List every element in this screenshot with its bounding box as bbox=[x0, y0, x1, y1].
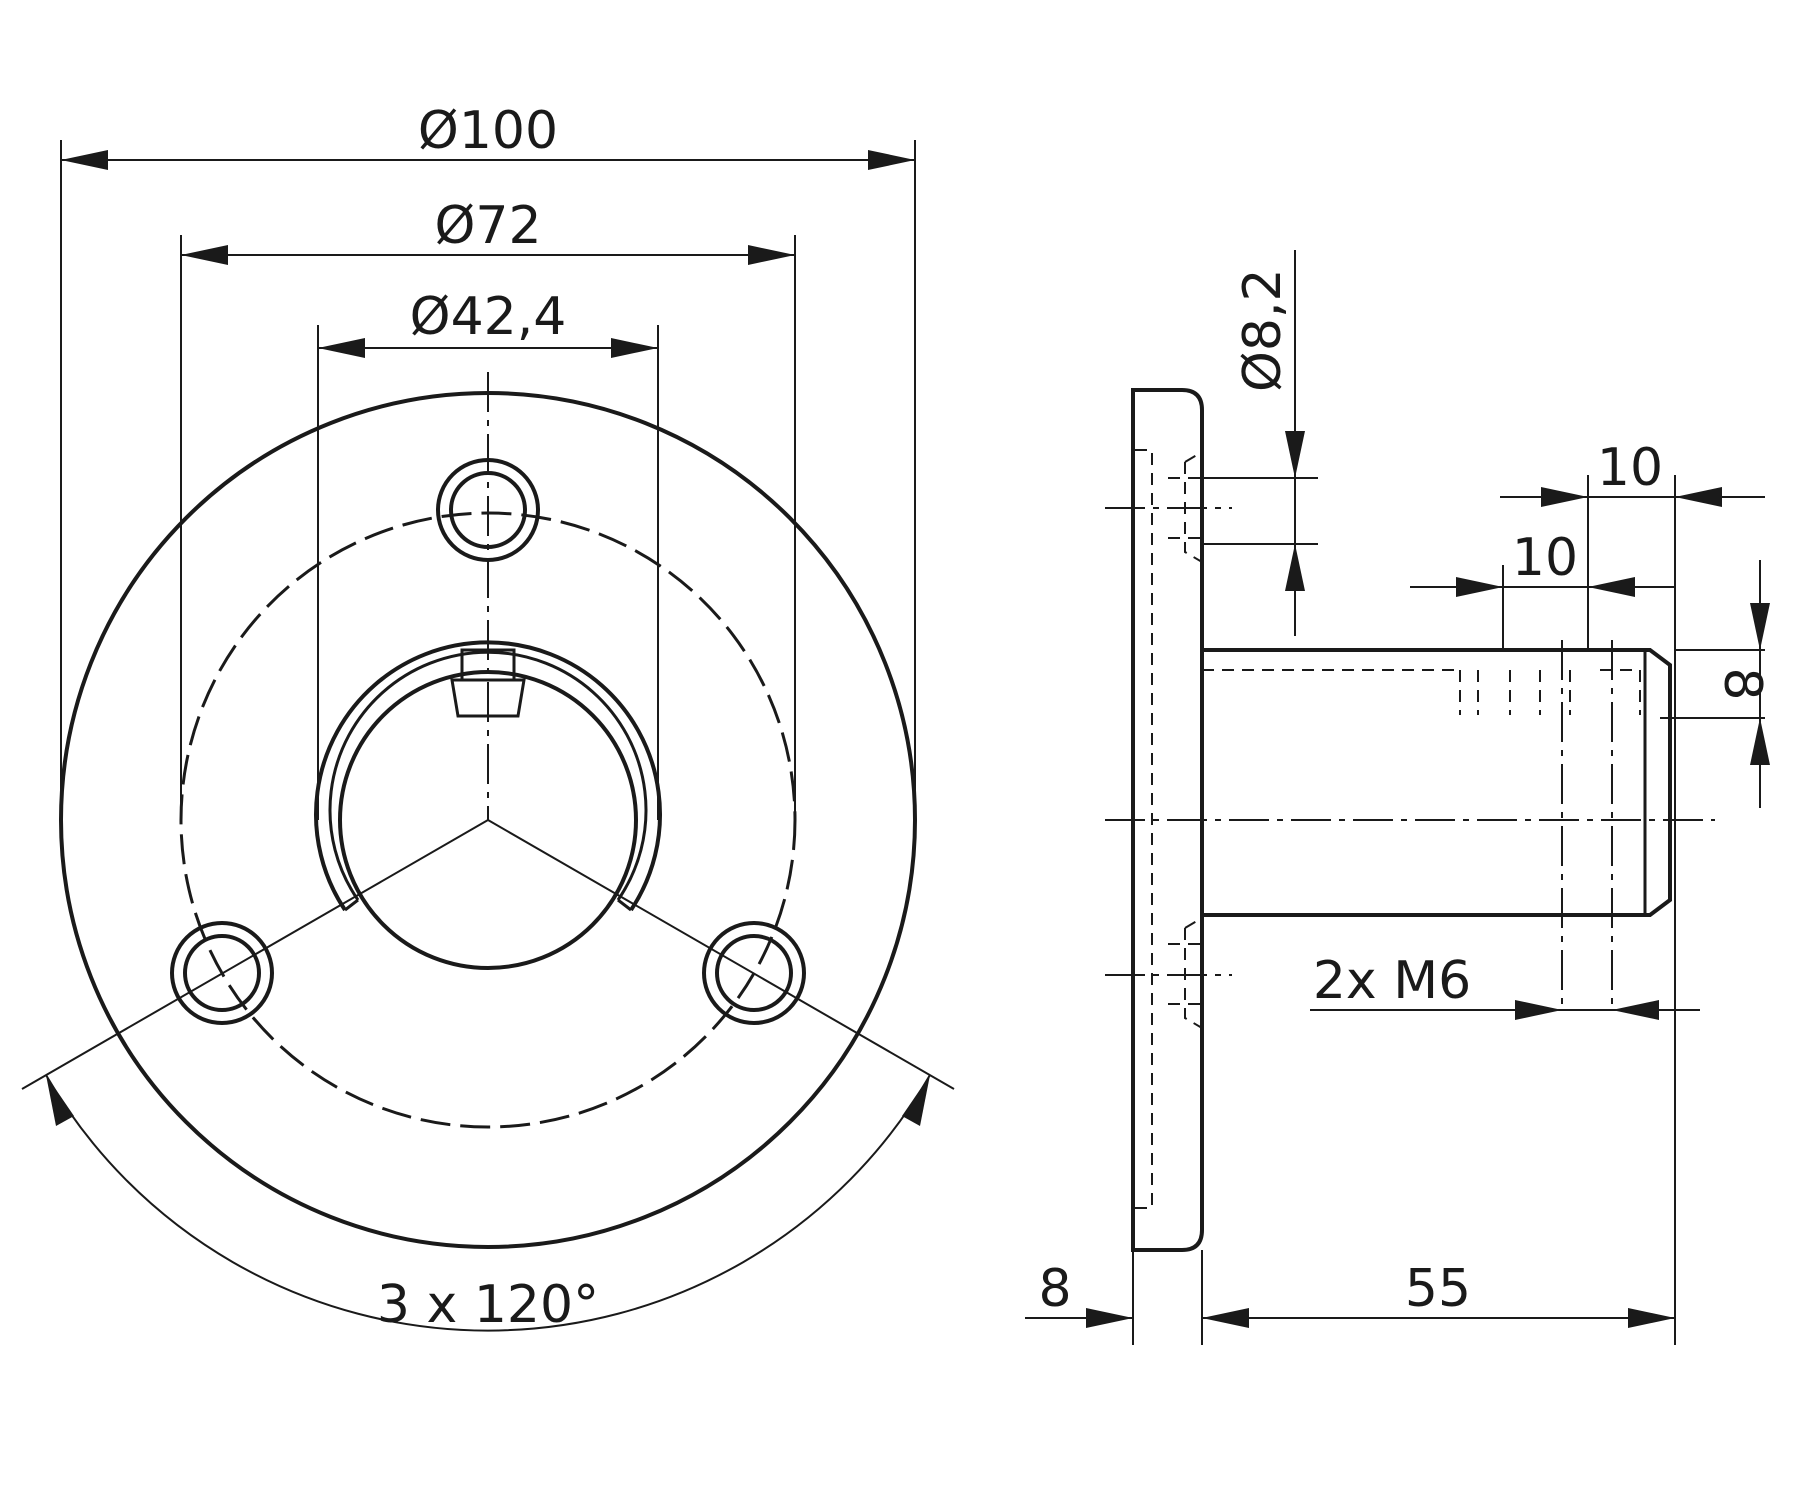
dim-thread-height-label: 8 bbox=[1712, 667, 1772, 700]
dim-outer-diameter-label: Ø100 bbox=[418, 101, 558, 161]
sleeve-end-left bbox=[344, 898, 359, 912]
plate-hidden-bore bbox=[1135, 449, 1153, 1209]
center-line-left bbox=[21, 819, 489, 1090]
side-view: Ø8,2 10 10 8 bbox=[1025, 250, 1772, 1345]
dim-tube-length-label: 55 bbox=[1405, 1259, 1471, 1319]
center-line-right bbox=[487, 819, 955, 1090]
dim-angle: 3 x 120° bbox=[45, 1074, 931, 1335]
mounting-hole-right bbox=[702, 921, 806, 1025]
dim-bolt-circle: Ø72 bbox=[180, 196, 796, 820]
dim-hole-diameter-label: Ø8,2 bbox=[1233, 268, 1293, 392]
tube-hidden-bore bbox=[1202, 669, 1641, 715]
dim-thread-spacing-2-label: 10 bbox=[1512, 528, 1578, 588]
dim-outer-diameter: Ø100 bbox=[60, 101, 916, 820]
dim-angle-label: 3 x 120° bbox=[377, 1275, 599, 1335]
dim-plate-thickness-label: 8 bbox=[1038, 1259, 1071, 1319]
front-view: Ø100 Ø72 Ø42,4 3 x 120° bbox=[21, 101, 955, 1335]
dim-plate-thickness: 8 bbox=[1025, 1250, 1249, 1345]
hole-top-hidden bbox=[1168, 451, 1203, 563]
dim-hole-diameter: Ø8,2 bbox=[1202, 250, 1318, 636]
dim-thread-spacing-1: 10 bbox=[1500, 438, 1765, 1345]
dim-tube-diameter-label: Ø42,4 bbox=[410, 287, 567, 347]
dim-thread-height: 8 bbox=[1660, 560, 1772, 808]
dim-thread-label: 2x M6 bbox=[1310, 951, 1700, 1020]
mounting-hole-left bbox=[170, 921, 274, 1025]
dim-thread-spacing-1-label: 10 bbox=[1597, 438, 1663, 498]
sleeve-end-right bbox=[617, 898, 632, 912]
tube-body bbox=[1202, 648, 1672, 917]
hole-bottom-hidden bbox=[1168, 917, 1203, 1029]
dim-tube-length: 55 bbox=[1202, 1259, 1675, 1328]
flange-plate bbox=[1131, 388, 1204, 1252]
dim-thread-spacing-2: 10 bbox=[1410, 528, 1675, 650]
dim-bolt-circle-label: Ø72 bbox=[434, 196, 541, 256]
set-screw-tip bbox=[450, 678, 526, 718]
dim-tube-diameter: Ø42,4 bbox=[317, 287, 659, 820]
dim-thread-label-text: 2x M6 bbox=[1313, 951, 1471, 1011]
